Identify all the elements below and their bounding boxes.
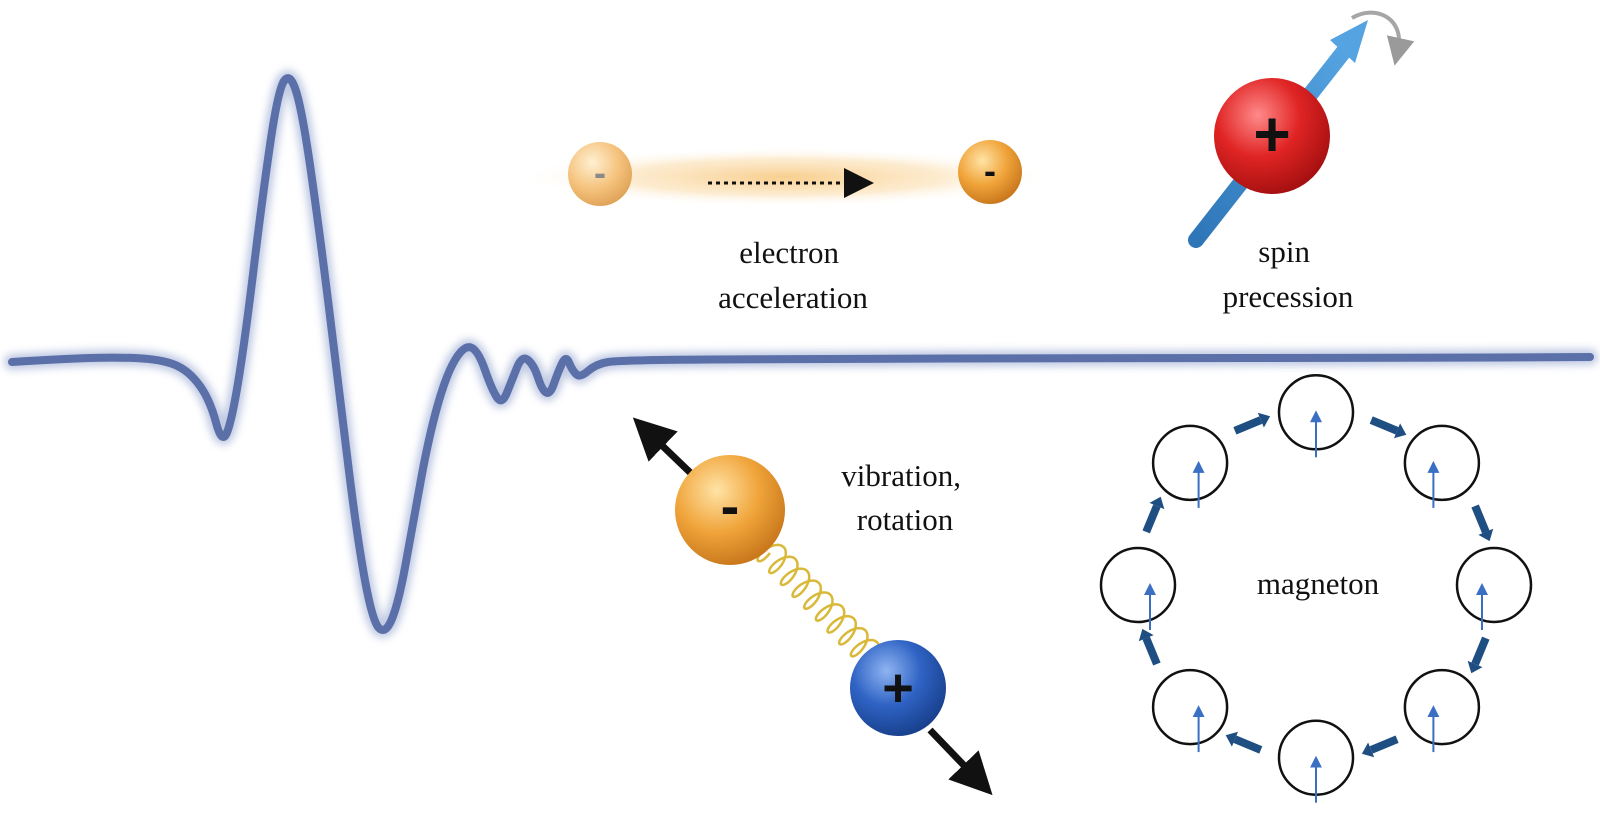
cation-sign: + — [882, 658, 914, 718]
label-line: precession — [1223, 279, 1354, 314]
rotation-arrow-head — [1478, 528, 1494, 542]
proton-sign: + — [1253, 98, 1290, 170]
electron-acceleration-group: - - electron acceleration — [520, 140, 1050, 315]
rotation-arrow-head — [1149, 496, 1165, 510]
rotation-arrow-icon — [1471, 504, 1490, 534]
magnetic-moment-circle — [1403, 424, 1481, 502]
label-line: electron — [739, 235, 839, 270]
electron-start-sign: - — [594, 152, 606, 193]
magneton-ring: magneton — [1099, 374, 1533, 803]
acceleration-halo — [520, 147, 1050, 207]
rotation-arrow-head — [1225, 731, 1238, 747]
rotation-arrow-head — [1361, 742, 1375, 758]
label-line: vibration, — [841, 458, 961, 493]
rotation-arrow-icon — [1142, 504, 1161, 534]
rotation-arrow-head — [1394, 423, 1407, 439]
electron-start — [568, 142, 632, 206]
label-line: acceleration — [718, 280, 868, 315]
magnetic-moment-circle — [1403, 668, 1481, 746]
magnetic-moment-circle — [1151, 424, 1229, 502]
anion-sphere — [675, 455, 785, 565]
rotation-arrow-icon — [1142, 636, 1161, 666]
magneton-label: magneton — [1257, 566, 1380, 601]
rotation-arrow-icon — [1233, 735, 1263, 754]
spin-precession-label: spin precession — [1223, 234, 1354, 314]
rotation-arrow-head — [1467, 660, 1483, 674]
rotation-arrow-head — [1257, 412, 1271, 428]
rotation-arrow-head — [1138, 628, 1154, 642]
vibration-rotation-group: - + vibration, rotation — [632, 417, 993, 796]
rotation-arrow-icon — [1369, 416, 1399, 435]
waveform-line — [8, 74, 1594, 634]
label-line: spin — [1258, 234, 1310, 269]
electron-acceleration-label: electron acceleration — [718, 235, 868, 315]
double-headed-arrow-icon — [927, 727, 993, 796]
rotation-arrow-icon — [1369, 735, 1399, 754]
cation-sphere — [850, 640, 946, 736]
spin-precession-group: + spin precession — [1188, 10, 1415, 314]
electron-end-sign: - — [984, 150, 996, 191]
spring — [756, 543, 881, 661]
rotation-arrow-icon — [1471, 636, 1490, 666]
anion-sign: - — [721, 474, 740, 537]
vibration-rotation-label: vibration, rotation — [841, 458, 968, 537]
curved-arrow-icon — [1350, 10, 1415, 66]
label-line: rotation — [857, 502, 954, 537]
spin-axis-head — [1330, 20, 1368, 63]
electron-end — [958, 140, 1022, 204]
magnetic-moment-circle — [1455, 546, 1533, 624]
magnetic-moment-circle — [1099, 546, 1177, 624]
terahertz-waveform — [4, 70, 1598, 638]
magnetic-moment-circle — [1151, 668, 1229, 746]
proton-sphere — [1214, 78, 1330, 194]
rotation-arrow-icon — [1233, 416, 1263, 435]
